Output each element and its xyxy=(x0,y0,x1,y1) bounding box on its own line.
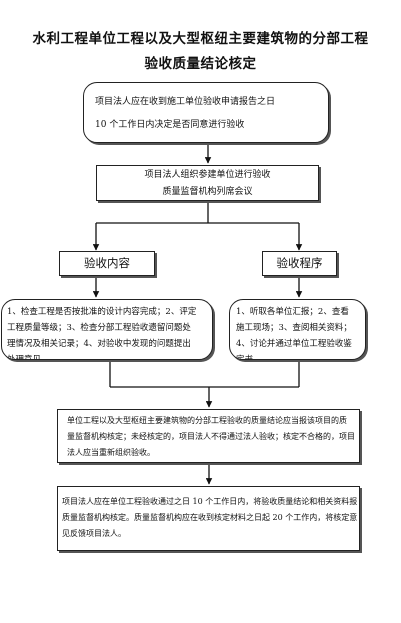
step-organize-line2: 质量监督机构列席会议 xyxy=(162,187,253,197)
diagram-title-line2: 验收质量结论核定 xyxy=(144,56,257,72)
acceptance-procedure-box: 验收程序 xyxy=(262,251,337,276)
verification-timeline-box: 项目法人应在单位工程验收通过之日 10 个工作日内，将验收质量结论和相关资料报 … xyxy=(57,486,360,551)
acceptance-content-label: 验收内容 xyxy=(84,256,130,270)
content-detail-line2: 工程质量等级；3、检查分部工程验收遗留问题处 xyxy=(7,323,191,333)
step-organize-line1: 项目法人组织参建单位进行验收 xyxy=(144,170,271,180)
content-detail-line1: 1、检查工程是否按批准的设计内容完成；2、评定 xyxy=(7,307,197,317)
procedure-detail-line1: 1、听取各单位汇报；2、查看 xyxy=(236,307,349,317)
step-decide-line1: 项目法人应在收到施工单位验收申请报告之日 xyxy=(95,97,276,107)
diagram-title-line1: 水利工程单位工程以及大型枢纽主要建筑物的分部工程 xyxy=(32,31,369,47)
step-decide-line2: 10 个工作日内决定是否同意进行验收 xyxy=(95,120,245,130)
timeline-line3: 见反馈项目法人。 xyxy=(62,529,126,538)
timeline-line2: 质量监督机构核定。质量监督机构应在收到核定材料之日起 20 个工作内，将核定意 xyxy=(62,513,358,522)
acceptance-procedure-details-box: 1、听取各单位汇报；2、查看 施工现场；3、查阅相关资料； 4、讨论并通过单位工… xyxy=(229,299,366,360)
procedure-detail-line4: 定书 xyxy=(236,355,254,360)
acceptance-content-details-box: 1、检查工程是否按批准的设计内容完成；2、评定 工程质量等级；3、检查分部工程验… xyxy=(1,299,213,360)
acceptance-procedure-label: 验收程序 xyxy=(276,256,323,270)
content-detail-line4: 处理意见。 xyxy=(7,355,50,360)
conclusion-line2: 量监督机构核定；未经核定的，项目法人不得通过法人验收；核定不合格的，项目 xyxy=(67,432,355,441)
content-detail-line3: 理情况及相关记录；4、对验收中发现的问题提出 xyxy=(7,339,191,349)
conclusion-line3: 法人应当重新组织验收。 xyxy=(67,448,155,457)
procedure-detail-line2: 施工现场；3、查阅相关资料； xyxy=(236,323,352,333)
conclusion-line1: 单位工程以及大型枢纽主要建筑物的分部工程验收的质量结论应当报该项目的质 xyxy=(67,416,347,425)
timeline-line1: 项目法人应在单位工程验收通过之日 10 个工作日内，将验收质量结论和相关资料报 xyxy=(62,497,358,506)
procedure-detail-line3: 4、讨论并通过单位工程验收鉴 xyxy=(236,339,352,349)
step-decide-acceptance-box: 项目法人应在收到施工单位验收申请报告之日 10 个工作日内决定是否同意进行验收 xyxy=(83,82,329,143)
quality-conclusion-box: 单位工程以及大型枢纽主要建筑物的分部工程验收的质量结论应当报该项目的质 量监督机… xyxy=(57,409,360,463)
acceptance-content-box: 验收内容 xyxy=(59,251,155,276)
step-organize-acceptance-box: 项目法人组织参建单位进行验收 质量监督机构列席会议 xyxy=(96,165,319,201)
